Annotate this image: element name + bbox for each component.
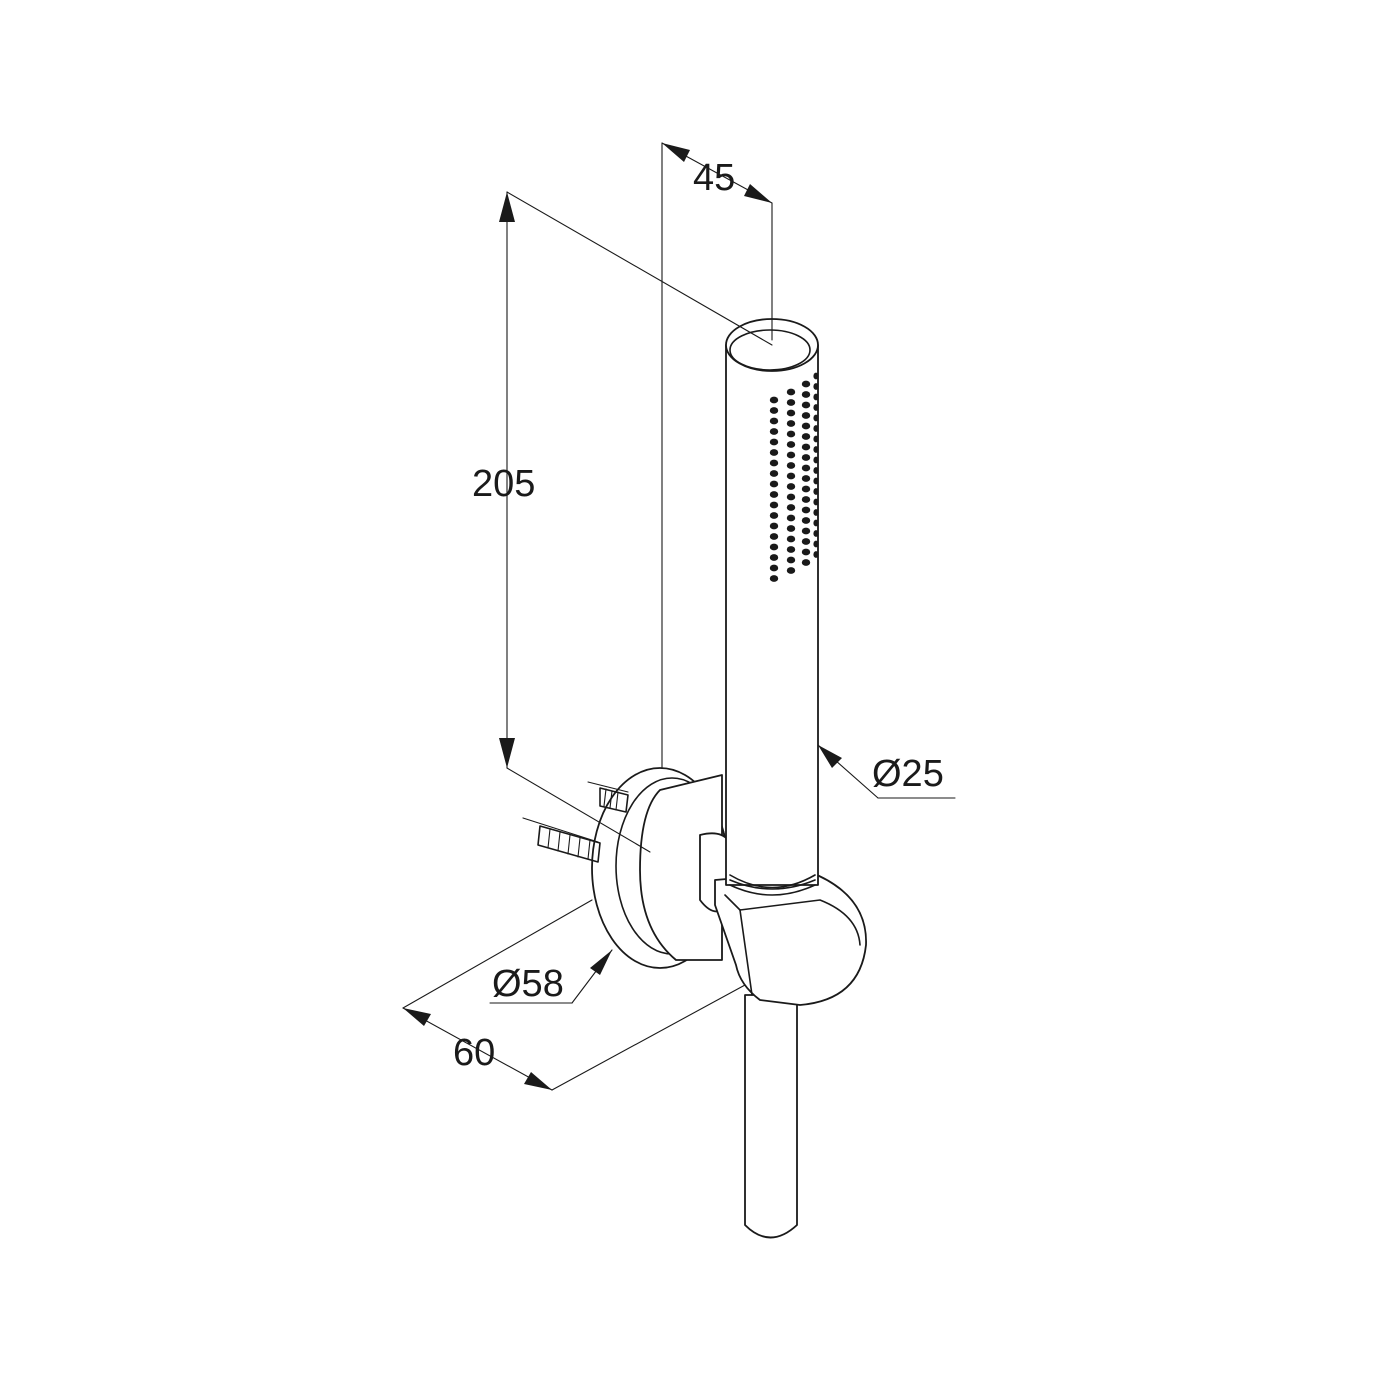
nozzle-dot (813, 509, 819, 516)
dimension-205: 205 (472, 191, 773, 853)
hose (744, 994, 798, 1239)
nozzle-dot (786, 420, 796, 427)
nozzle-dot (801, 496, 811, 503)
nozzle-dot (769, 438, 779, 446)
nozzle-dot (813, 383, 819, 390)
nozzle-dot (801, 433, 811, 440)
nozzle-dot (813, 519, 819, 527)
nozzle-dot (801, 517, 811, 524)
nozzle-dot (786, 556, 796, 564)
nozzle-dot (769, 491, 779, 498)
nozzle-dot (801, 548, 811, 556)
nozzle-dot (786, 430, 796, 438)
nozzle-dot (769, 396, 779, 404)
nozzle-dot (786, 493, 796, 501)
nozzle-dot (786, 514, 796, 522)
dimension-label-diameter-25: Ø25 (872, 753, 944, 795)
nozzle-dot (813, 446, 819, 453)
dimension-label-205: 205 (472, 463, 535, 505)
nozzle-dot (769, 407, 779, 414)
nozzle-dot (786, 399, 796, 406)
dimension-diameter-25: Ø25 (817, 744, 956, 799)
nozzle-dot (813, 530, 819, 537)
dimension-diameter-58: Ø58 (489, 949, 613, 1005)
nozzle-dot (801, 475, 811, 482)
nozzle-dot (813, 404, 819, 411)
nozzle-dot (801, 391, 811, 398)
nozzle-dot (801, 380, 811, 388)
nozzle-dot (769, 480, 779, 488)
nozzle-dot (801, 443, 811, 451)
dimension-label-diameter-58: Ø58 (492, 963, 564, 1005)
nozzle-dot (786, 462, 796, 469)
wall-rosette (591, 767, 729, 969)
nozzle-dot (813, 488, 819, 495)
nozzle-dot (769, 501, 779, 509)
dimension-45: 45 (661, 142, 773, 769)
nozzle-dot (769, 512, 779, 519)
nozzle-dot (801, 401, 811, 409)
nozzle-dot (786, 483, 796, 490)
nozzle-dot (769, 417, 779, 425)
nozzle-dot (786, 504, 796, 511)
nozzle-dot (801, 527, 811, 535)
nozzle-dot (801, 506, 811, 514)
nozzle-dot (769, 575, 779, 582)
nozzle-dot (813, 456, 819, 464)
nozzle-dot (769, 543, 779, 551)
nozzle-dot (813, 393, 819, 401)
nozzle-dot (786, 546, 796, 553)
nozzle-dot (801, 454, 811, 461)
nozzle-dot (801, 464, 811, 472)
nozzle-dot (769, 533, 779, 540)
nozzle-dot (769, 554, 779, 561)
nozzle-dot (813, 477, 819, 485)
nozzle-dot (769, 459, 779, 467)
nozzle-dot (801, 412, 811, 419)
nozzle-dot (813, 435, 819, 443)
nozzle-dot (786, 535, 796, 543)
nozzle-dot (813, 540, 819, 548)
nozzle-dot (786, 441, 796, 448)
dimension-label-45: 45 (693, 157, 735, 199)
nozzle-dot (801, 422, 811, 430)
spray-nozzles (769, 372, 819, 582)
nozzle-dot (769, 428, 779, 435)
nozzle-dot (769, 564, 779, 572)
nozzle-dot (786, 409, 796, 417)
holder-block (699, 832, 867, 1006)
nozzle-dot (769, 522, 779, 530)
nozzle-dot (786, 451, 796, 459)
nozzle-dot (786, 567, 796, 574)
wall-screws (522, 781, 629, 863)
nozzle-dot (801, 485, 811, 493)
nozzle-dot (786, 525, 796, 532)
nozzle-dot (786, 472, 796, 480)
nozzle-dot (801, 538, 811, 545)
nozzle-dot (813, 425, 819, 432)
nozzle-dot (813, 414, 819, 422)
dimension-60: 60 (402, 899, 746, 1091)
nozzle-dot (801, 559, 811, 566)
nozzle-dot (813, 498, 819, 506)
dimension-label-60: 60 (453, 1032, 495, 1074)
nozzle-dot (769, 470, 779, 477)
nozzle-dot (813, 467, 819, 474)
nozzle-dot (813, 372, 819, 380)
nozzle-dot (786, 388, 796, 396)
nozzle-dot (813, 551, 819, 558)
nozzle-dot (769, 449, 779, 456)
